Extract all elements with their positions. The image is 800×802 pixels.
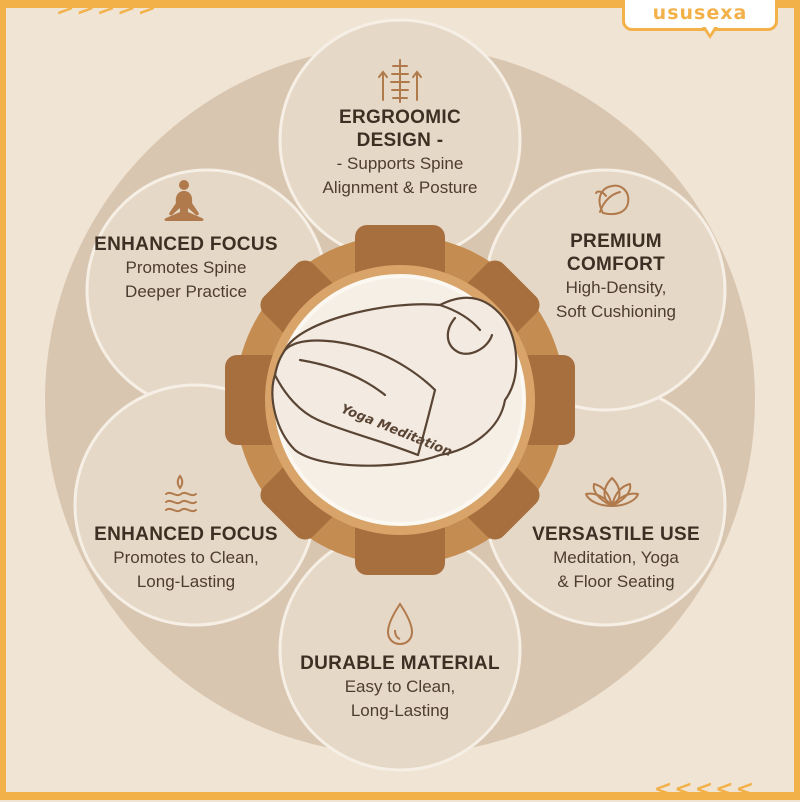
feature-lower-left: ENHANCED FOCUS Promotes to Clean, Long-L… xyxy=(86,523,286,594)
water-waves-icon xyxy=(165,474,197,513)
top-frame-bar xyxy=(0,0,800,8)
feature-upper-left: ENHANCED FOCUS Promotes Spine Deeper Pra… xyxy=(86,233,286,304)
feature-line: Alignment & Posture xyxy=(322,178,478,197)
feature-line: Promotes to Clean, xyxy=(113,548,259,567)
feature-title: DURABLE MATERIAL xyxy=(300,653,500,674)
feature-line: Easy to Clean, xyxy=(344,677,456,696)
feature-lower-right: VERSASTILE USE Meditation, Yoga & Floor … xyxy=(516,523,716,594)
meditating-person-icon xyxy=(164,180,204,221)
feature-line: Meditation, Yoga xyxy=(553,548,679,567)
feature-line: - Supports Spine xyxy=(336,154,464,173)
feature-line: Long-Lasting xyxy=(136,572,236,591)
feature-line: Promotes Spine xyxy=(125,258,247,277)
feature-line: High-Density, xyxy=(565,278,667,297)
spine-icon xyxy=(378,59,422,103)
lotus-icon xyxy=(585,477,639,507)
feature-title: ENHANCED FOCUS xyxy=(94,524,278,545)
feature-title: ENHANCED FOCUS xyxy=(94,234,278,255)
feature-title: COMFORT xyxy=(566,254,666,275)
feature-title: ERGROOMIC DESIGN - xyxy=(339,107,461,151)
right-frame-bar xyxy=(794,0,800,800)
bottom-frame-bar xyxy=(0,792,800,800)
left-frame-bar xyxy=(0,0,6,800)
feature-upper-right: PREMIUM COMFORT High-Density, Soft Cushi… xyxy=(516,230,716,324)
cushion-illustration: Yoga Meditation xyxy=(271,296,518,467)
leaf-icon xyxy=(595,184,630,216)
water-drop-icon xyxy=(386,602,414,646)
brand-logo: ususexa xyxy=(622,0,778,31)
feature-line: Soft Cushioning xyxy=(555,302,677,321)
feature-top: ERGROOMIC DESIGN - - Supports Spine Alig… xyxy=(300,106,500,200)
bottom-chevrons: <<<<< xyxy=(653,777,756,802)
feature-title: PREMIUM xyxy=(570,231,662,252)
feature-line: Deeper Practice xyxy=(125,282,247,301)
top-chevrons: >>>>> xyxy=(56,0,159,21)
feature-line: Long-Lasting xyxy=(350,701,450,720)
feature-title: VERSASTILE USE xyxy=(532,524,700,545)
feature-line: & Floor Seating xyxy=(557,572,675,591)
feature-bottom: DURABLE MATERIAL Easy to Clean, Long-Las… xyxy=(300,652,500,723)
